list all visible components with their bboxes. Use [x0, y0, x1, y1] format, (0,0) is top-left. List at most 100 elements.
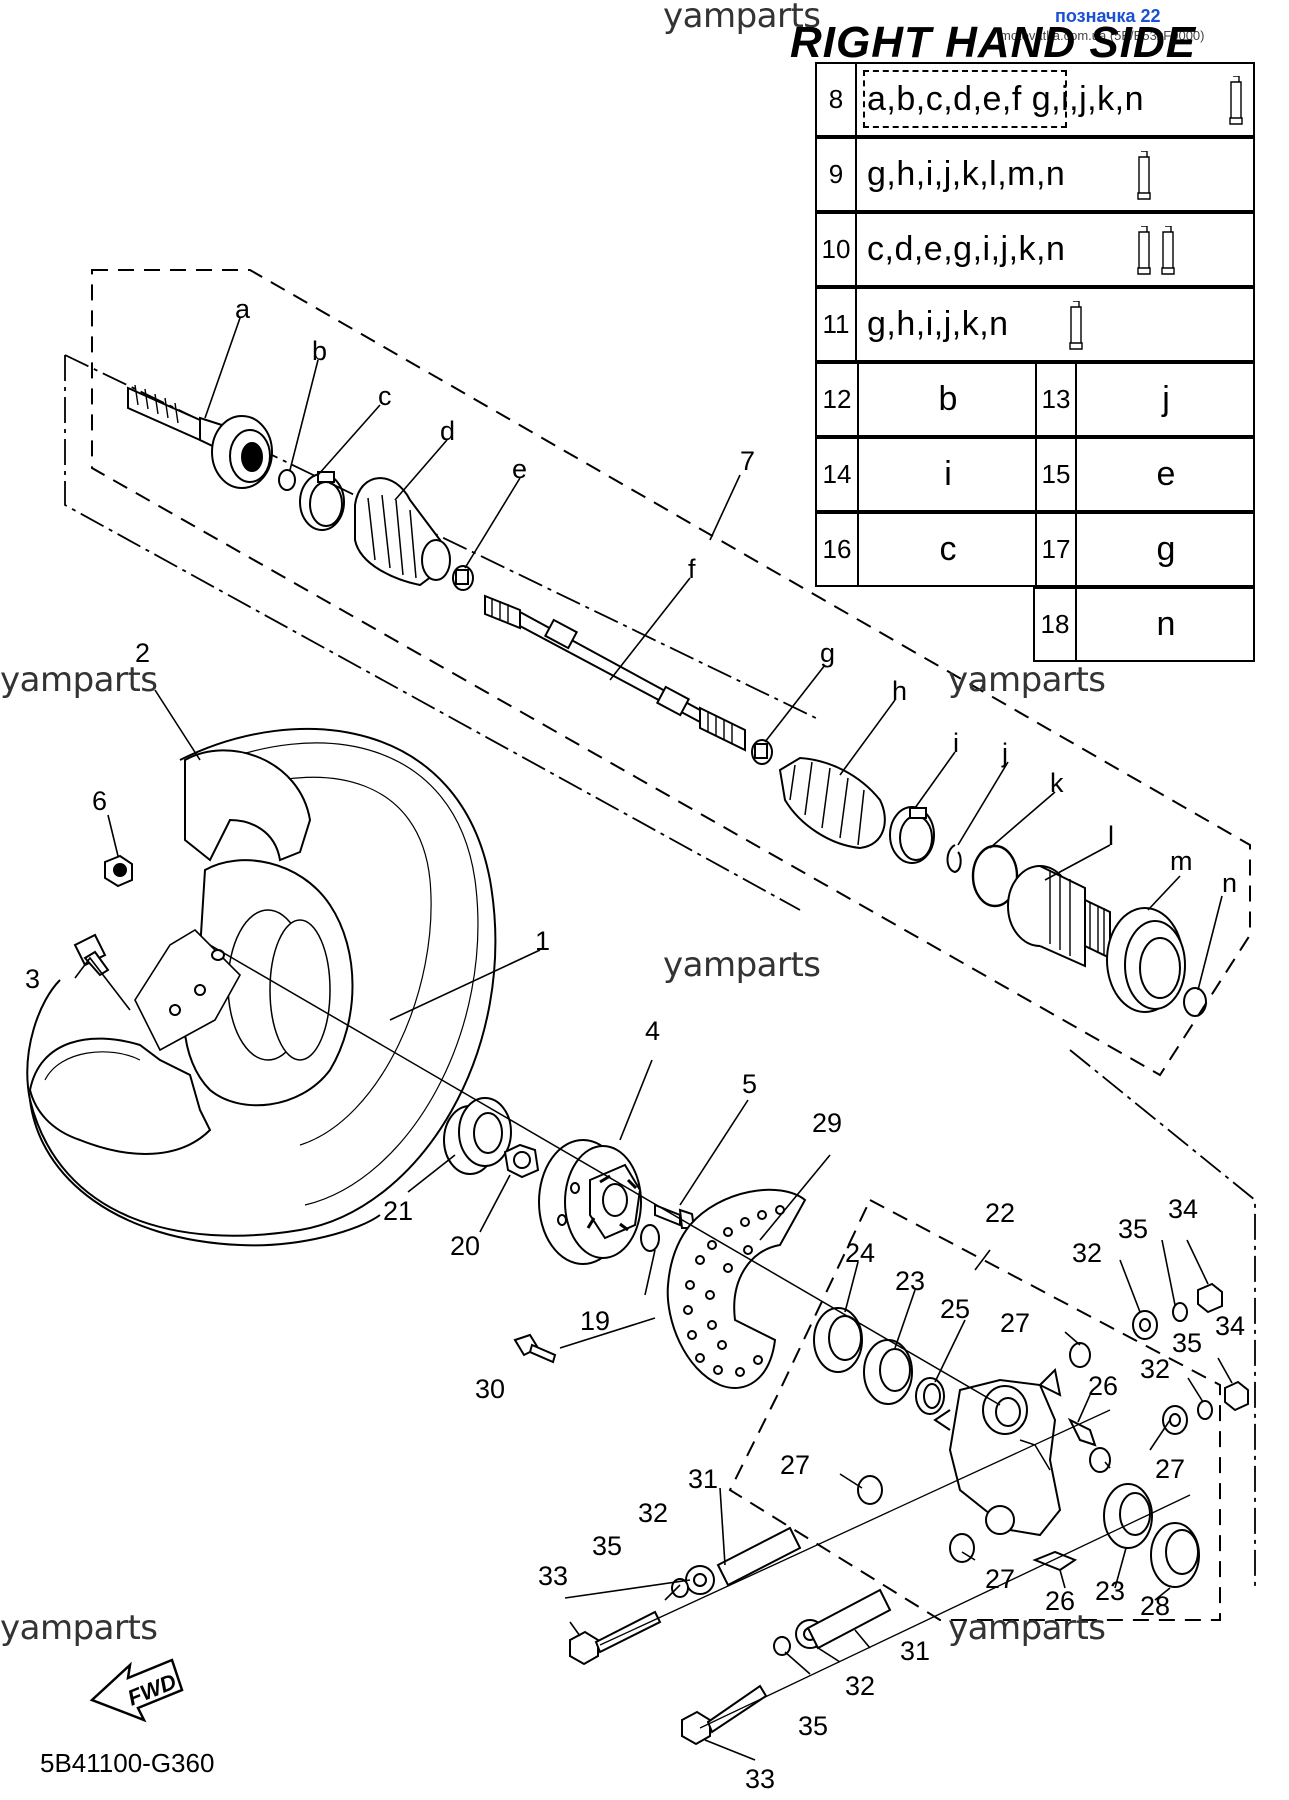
kit-number: 12: [817, 364, 859, 435]
wheel-nut-6: [104, 854, 133, 888]
label-33-lower: 33: [745, 1764, 775, 1794]
label-32-d: 32: [845, 1671, 875, 1701]
circlip-b: [278, 469, 296, 491]
label-6: 6: [92, 786, 107, 816]
boot-band-e: [452, 565, 474, 591]
grease-nipple-26-lower: [1032, 1550, 1078, 1572]
oil-seal-m: [1106, 907, 1186, 1013]
label-25: 25: [940, 1294, 970, 1324]
hub-4: [538, 1139, 642, 1265]
kit-number: 17: [1035, 514, 1077, 585]
kit-number: 9: [817, 139, 857, 210]
outer-cv-joint: [127, 384, 273, 489]
drive-shaft-f: [484, 594, 746, 752]
kit-parts: c,d,e,g,i,j,k,n: [867, 230, 1066, 268]
kit-part-letter: c: [939, 530, 957, 568]
label-23-upper: 23: [895, 1266, 925, 1296]
bush-27: [857, 1342, 1111, 1563]
label-30: 30: [475, 1374, 505, 1404]
oil-seal-24: [813, 1307, 863, 1373]
label-33-upper: 33: [538, 1561, 568, 1591]
label-24: 24: [845, 1238, 875, 1268]
boot-band-c: [299, 471, 345, 531]
kit-part-letter: j: [1162, 380, 1170, 418]
cv-boot-d: [354, 477, 451, 587]
fwd-arrow: FWD: [89, 1658, 184, 1723]
watermark: yamparts: [0, 1608, 158, 1648]
washer-35: [671, 1302, 1213, 1656]
boot-band-i: [889, 806, 935, 864]
label-32-c: 32: [638, 1498, 668, 1528]
diagram-code: 5B41100-G360: [40, 1748, 215, 1778]
kit-number: 13: [1035, 364, 1077, 435]
label-27-c: 27: [780, 1450, 810, 1480]
watermark: yamparts: [0, 660, 158, 700]
label-a: a: [235, 294, 251, 324]
label-35-c: 35: [592, 1531, 622, 1561]
label-7: 7: [740, 446, 755, 476]
watermark: yamparts: [948, 1608, 1106, 1648]
label-3: 3: [25, 964, 40, 994]
kit-number: 11: [817, 289, 857, 360]
kit-number: 15: [1035, 439, 1077, 510]
source-url: motovatka.com.ua (5B/E53xF0000): [1000, 28, 1205, 43]
kit-number: 16: [817, 514, 859, 585]
label-i: i: [953, 728, 959, 758]
watermark: yamparts: [663, 0, 821, 36]
valve-3: [73, 933, 110, 977]
label-c: c: [378, 381, 392, 411]
label-26-lower: 26: [1045, 1586, 1075, 1616]
kit-part-letter: i: [944, 455, 952, 493]
table-row: 18 n: [1033, 587, 1255, 662]
label-26-upper: 26: [1088, 1371, 1118, 1401]
label-e: e: [512, 454, 527, 484]
label-28: 28: [1140, 1591, 1170, 1621]
nut-34: [1197, 1282, 1249, 1412]
diagram-title: RIGHT HAND SIDE: [790, 18, 1197, 67]
bolt-33: [569, 1610, 768, 1746]
kit-parts: a,b,c,d,e,f g,i,j,k,n: [867, 80, 1144, 118]
label-34-b: 34: [1215, 1311, 1245, 1341]
knuckle-kit-boundary: [728, 1198, 1221, 1621]
inner-cv-joint-l: [1007, 865, 1111, 968]
snap-ring-k: [971, 844, 1019, 908]
label-31-upper: 31: [688, 1464, 718, 1494]
steering-knuckle: [933, 1367, 1062, 1537]
circlip-25: [915, 1377, 945, 1415]
label-k: k: [1050, 768, 1064, 798]
label-32-b: 32: [1140, 1354, 1170, 1384]
bolt-30: [513, 1333, 557, 1364]
label-1: 1: [535, 926, 550, 956]
table-row: 12 b 13 j: [815, 362, 1255, 437]
kit-number: 8: [817, 64, 857, 135]
label-f: f: [688, 554, 696, 584]
label-h: h: [892, 676, 907, 706]
cv-boot-h: [778, 756, 886, 850]
label-22: 22: [985, 1198, 1015, 1228]
collar-31: [716, 1526, 892, 1650]
axle-centreline: [209, 944, 1001, 1406]
kit-part-letter: e: [1156, 455, 1176, 493]
label-27-b: 27: [1155, 1454, 1185, 1484]
table-row: 8 a,b,c,d,e,f g,i,j,k,n: [815, 62, 1255, 137]
boot-band-g: [751, 739, 773, 765]
label-35-b: 35: [1172, 1328, 1202, 1358]
label-32-a: 32: [1072, 1238, 1102, 1268]
part-number-labels: 1 2 3 4 5 6 7 19 20 21 22 23 23 24 25 26…: [25, 446, 1245, 1794]
table-row: 16 c 17 g: [815, 512, 1255, 587]
table-row: 11 g,h,i,j,k,n: [815, 287, 1255, 362]
drive-shaft-kit-boundary: [91, 269, 1251, 1077]
grease-tube-icon: [1069, 301, 1083, 350]
kit-parts: g,h,i,j,k,l,m,n: [867, 155, 1066, 193]
table-row: 10 c,d,e,g,i,j,k,n: [815, 212, 1255, 287]
kit-number: 10: [817, 214, 857, 285]
grease-tube-icon: [1137, 151, 1151, 200]
label-29: 29: [812, 1108, 842, 1138]
label-35-d: 35: [798, 1711, 828, 1741]
table-row: 9 g,h,i,j,k,l,m,n: [815, 137, 1255, 212]
dashed-group: [863, 70, 1067, 128]
label-b: b: [312, 336, 327, 366]
label-34-a: 34: [1168, 1194, 1198, 1224]
page-tag: позначка 22: [1055, 6, 1161, 26]
grease-tube-icon: [1137, 226, 1151, 275]
